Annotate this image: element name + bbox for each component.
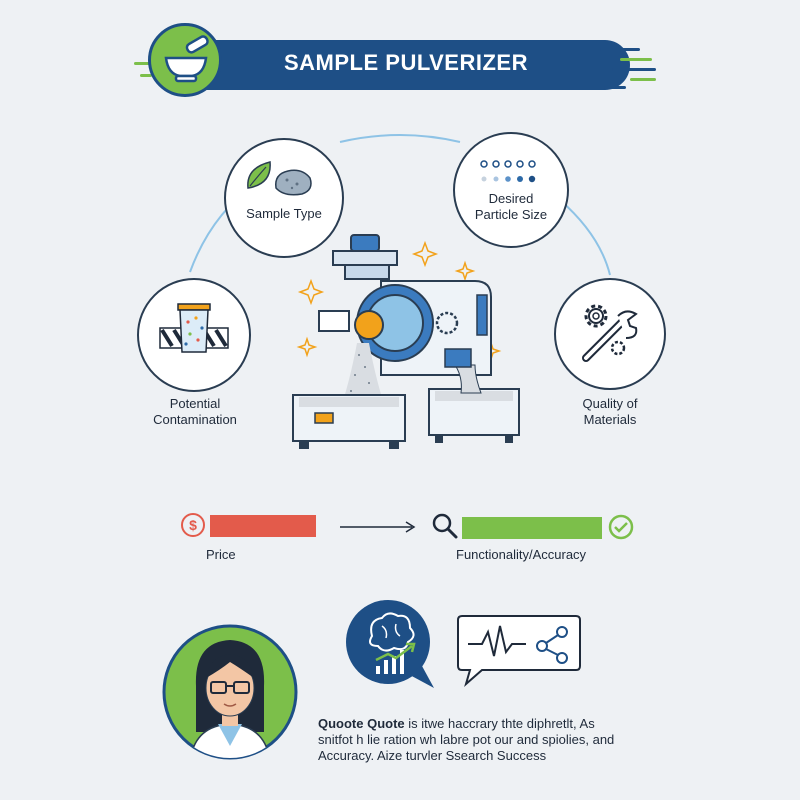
factor-particle-size	[453, 132, 569, 248]
title-banner	[152, 40, 630, 90]
speed-line	[600, 48, 640, 51]
quote-line-3: Accuracy. Aize turvler Ssearch Success	[318, 748, 547, 763]
quote-line-1: Quoote Quote is itwe haccrary thte diphr…	[318, 716, 658, 732]
network-icon	[545, 640, 546, 641]
quote-text: Quoote Quote is itwe haccrary thte diphr…	[318, 716, 658, 764]
factor-label: Particle Size	[474, 207, 548, 222]
price-bar	[210, 515, 316, 537]
factor-label: Sample Type	[246, 206, 322, 221]
pulverizer-machine-illustration	[292, 234, 520, 449]
factor-sample-type	[224, 138, 344, 258]
scientist-avatar	[162, 624, 298, 760]
speed-line	[630, 78, 656, 81]
quote-line-2: snitfot h lie ration wh labre pot our an…	[318, 732, 615, 747]
gear-icon	[584, 304, 608, 328]
speed-line	[140, 74, 152, 77]
page-title: SAMPLE PULVERIZER	[283, 50, 528, 75]
functionality-bar	[462, 517, 602, 539]
waveform-bubble	[457, 615, 581, 687]
wrench-icon	[582, 310, 638, 362]
speed-line	[612, 68, 656, 71]
magnifier-icon	[432, 513, 458, 539]
check-icon	[608, 514, 634, 540]
beaker-icon	[159, 303, 229, 353]
factor-label: Contamination	[153, 412, 237, 427]
factor-label: Materials	[583, 412, 637, 427]
functionality-label: Functionality/Accuracy	[456, 547, 587, 562]
growth-chart-icon	[380, 650, 381, 651]
dollar-icon: $	[181, 513, 205, 537]
speed-line	[604, 86, 626, 89]
quote-bold: Quoote Quote	[318, 716, 405, 731]
waveform-icon	[470, 640, 471, 641]
brain-idea-bubble	[346, 600, 434, 688]
mortar-pestle-icon	[164, 35, 209, 83]
speed-line	[620, 58, 652, 61]
speed-line	[134, 62, 150, 65]
dots-scale-icon	[480, 160, 536, 183]
factor-label: Potential	[169, 396, 221, 411]
leaf-icon	[247, 161, 271, 189]
quote-line-1-rest: is itwe haccrary thte diphretlt, As	[404, 716, 595, 731]
rock-icon	[275, 169, 312, 196]
price-label: Price	[206, 547, 236, 562]
factor-label: Desired	[488, 191, 534, 206]
brain-icon	[370, 612, 371, 613]
factor-label: Quality of	[582, 396, 638, 411]
